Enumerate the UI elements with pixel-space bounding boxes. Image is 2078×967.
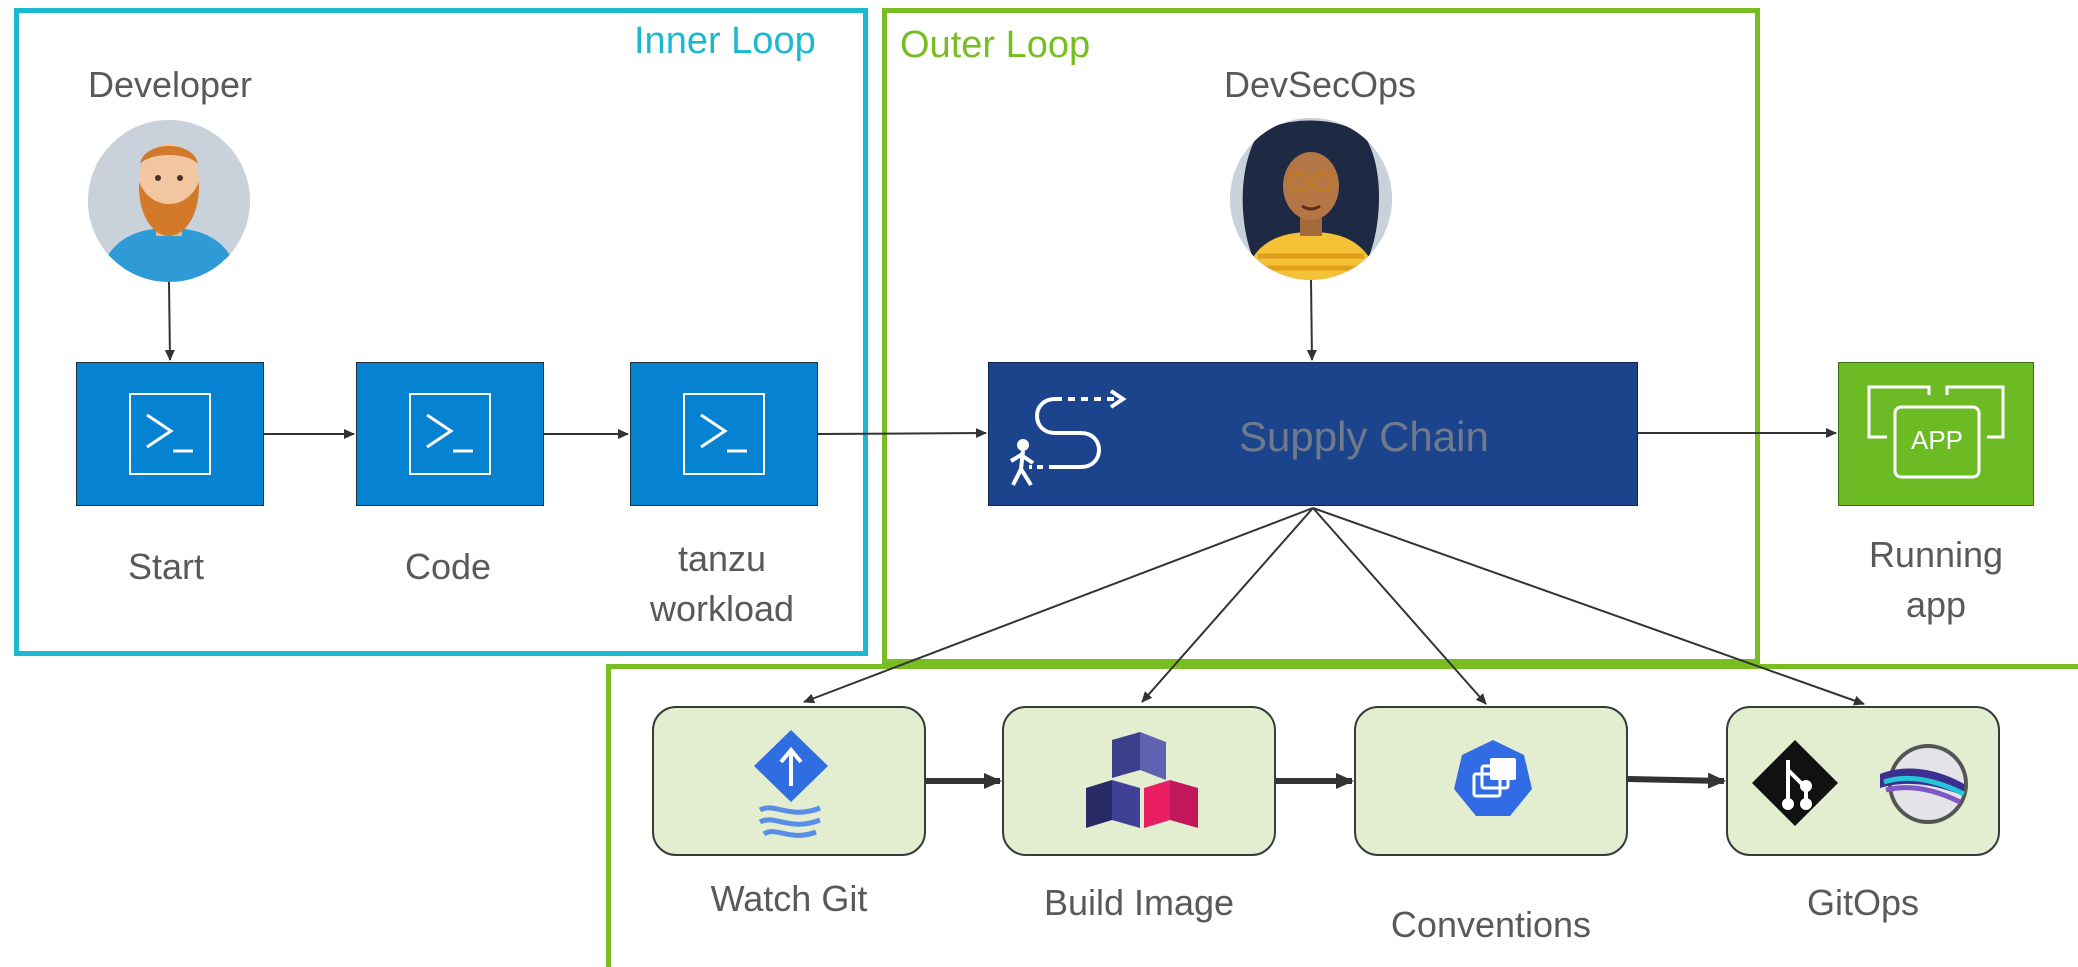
running-app-box: APP: [1838, 362, 2034, 506]
supply-chain-steps-frame: [606, 664, 2078, 967]
code-label: Code: [404, 546, 492, 587]
start-label: Start: [127, 546, 205, 587]
outer-loop-frame: [882, 8, 1760, 664]
supply-chain-to-build-image-arrow: [1141, 507, 1314, 703]
developer-to-start-arrow: [164, 281, 175, 361]
outer-loop-title: Outer Loop: [900, 24, 1091, 66]
devsecops-label: DevSecOps: [1223, 64, 1417, 105]
conventions-step: [1354, 706, 1628, 856]
terminal-icon: [409, 393, 491, 475]
inner-loop-frame: [14, 8, 868, 656]
supply-chain-to-gitops-arrow: [1312, 507, 1865, 706]
app-icon-text: APP: [1910, 425, 1964, 455]
carvel-gitops-icon: [1880, 744, 1968, 824]
conventions-to-gitops-arrow: [1627, 772, 1726, 789]
supply-chain-box: Supply Chain: [988, 362, 1638, 506]
watch-git-step: [652, 706, 926, 856]
gitops-step: [1726, 706, 2000, 856]
developer-person-icon: [88, 120, 250, 282]
running-app-label: Running app: [1830, 530, 2042, 630]
kubernetes-conventions-icon: [1454, 740, 1532, 816]
inner-loop-title: Inner Loop: [634, 20, 816, 62]
tanzu-workload-label: tanzu workload: [620, 534, 824, 634]
supply-chain-to-conventions-arrow: [1312, 507, 1487, 705]
build-image-step: [1002, 706, 1276, 856]
flux-source-icon: [754, 730, 828, 838]
developer-label: Developer: [87, 64, 253, 105]
supply-chain-to-watch-git-arrow: [803, 507, 1314, 704]
terminal-icon: [129, 393, 211, 475]
tanzu-label-line2: workload: [649, 588, 795, 629]
code-terminal-box: [356, 362, 544, 506]
start-terminal-box: [76, 362, 264, 506]
tanzu-workload-terminal-box: [630, 362, 818, 506]
build-image-label: Build Image: [1043, 882, 1235, 923]
git-icon: [1752, 740, 1838, 826]
gitops-label: GitOps: [1806, 882, 1920, 923]
kpack-build-icon: [1086, 732, 1198, 828]
devsecops-person-icon: [1230, 118, 1392, 280]
terminal-icon: [683, 393, 765, 475]
devsecops-to-supply-chain-arrow: [1306, 279, 1317, 361]
app-window-icon: [1867, 385, 2005, 479]
running-app-line2: app: [1905, 584, 1967, 625]
supply-chain-label: Supply Chain: [1239, 413, 1489, 460]
running-app-line1: Running: [1868, 534, 2004, 575]
tanzu-label-line1: tanzu: [677, 538, 767, 579]
watch-git-label: Watch Git: [710, 878, 868, 919]
tanzu-to-supply-chain-arrow: [817, 428, 987, 439]
devsecops-avatar: [1230, 118, 1392, 280]
walking-path-icon: [1009, 389, 1127, 487]
conventions-label: Conventions: [1390, 904, 1592, 945]
developer-avatar: [88, 120, 250, 282]
